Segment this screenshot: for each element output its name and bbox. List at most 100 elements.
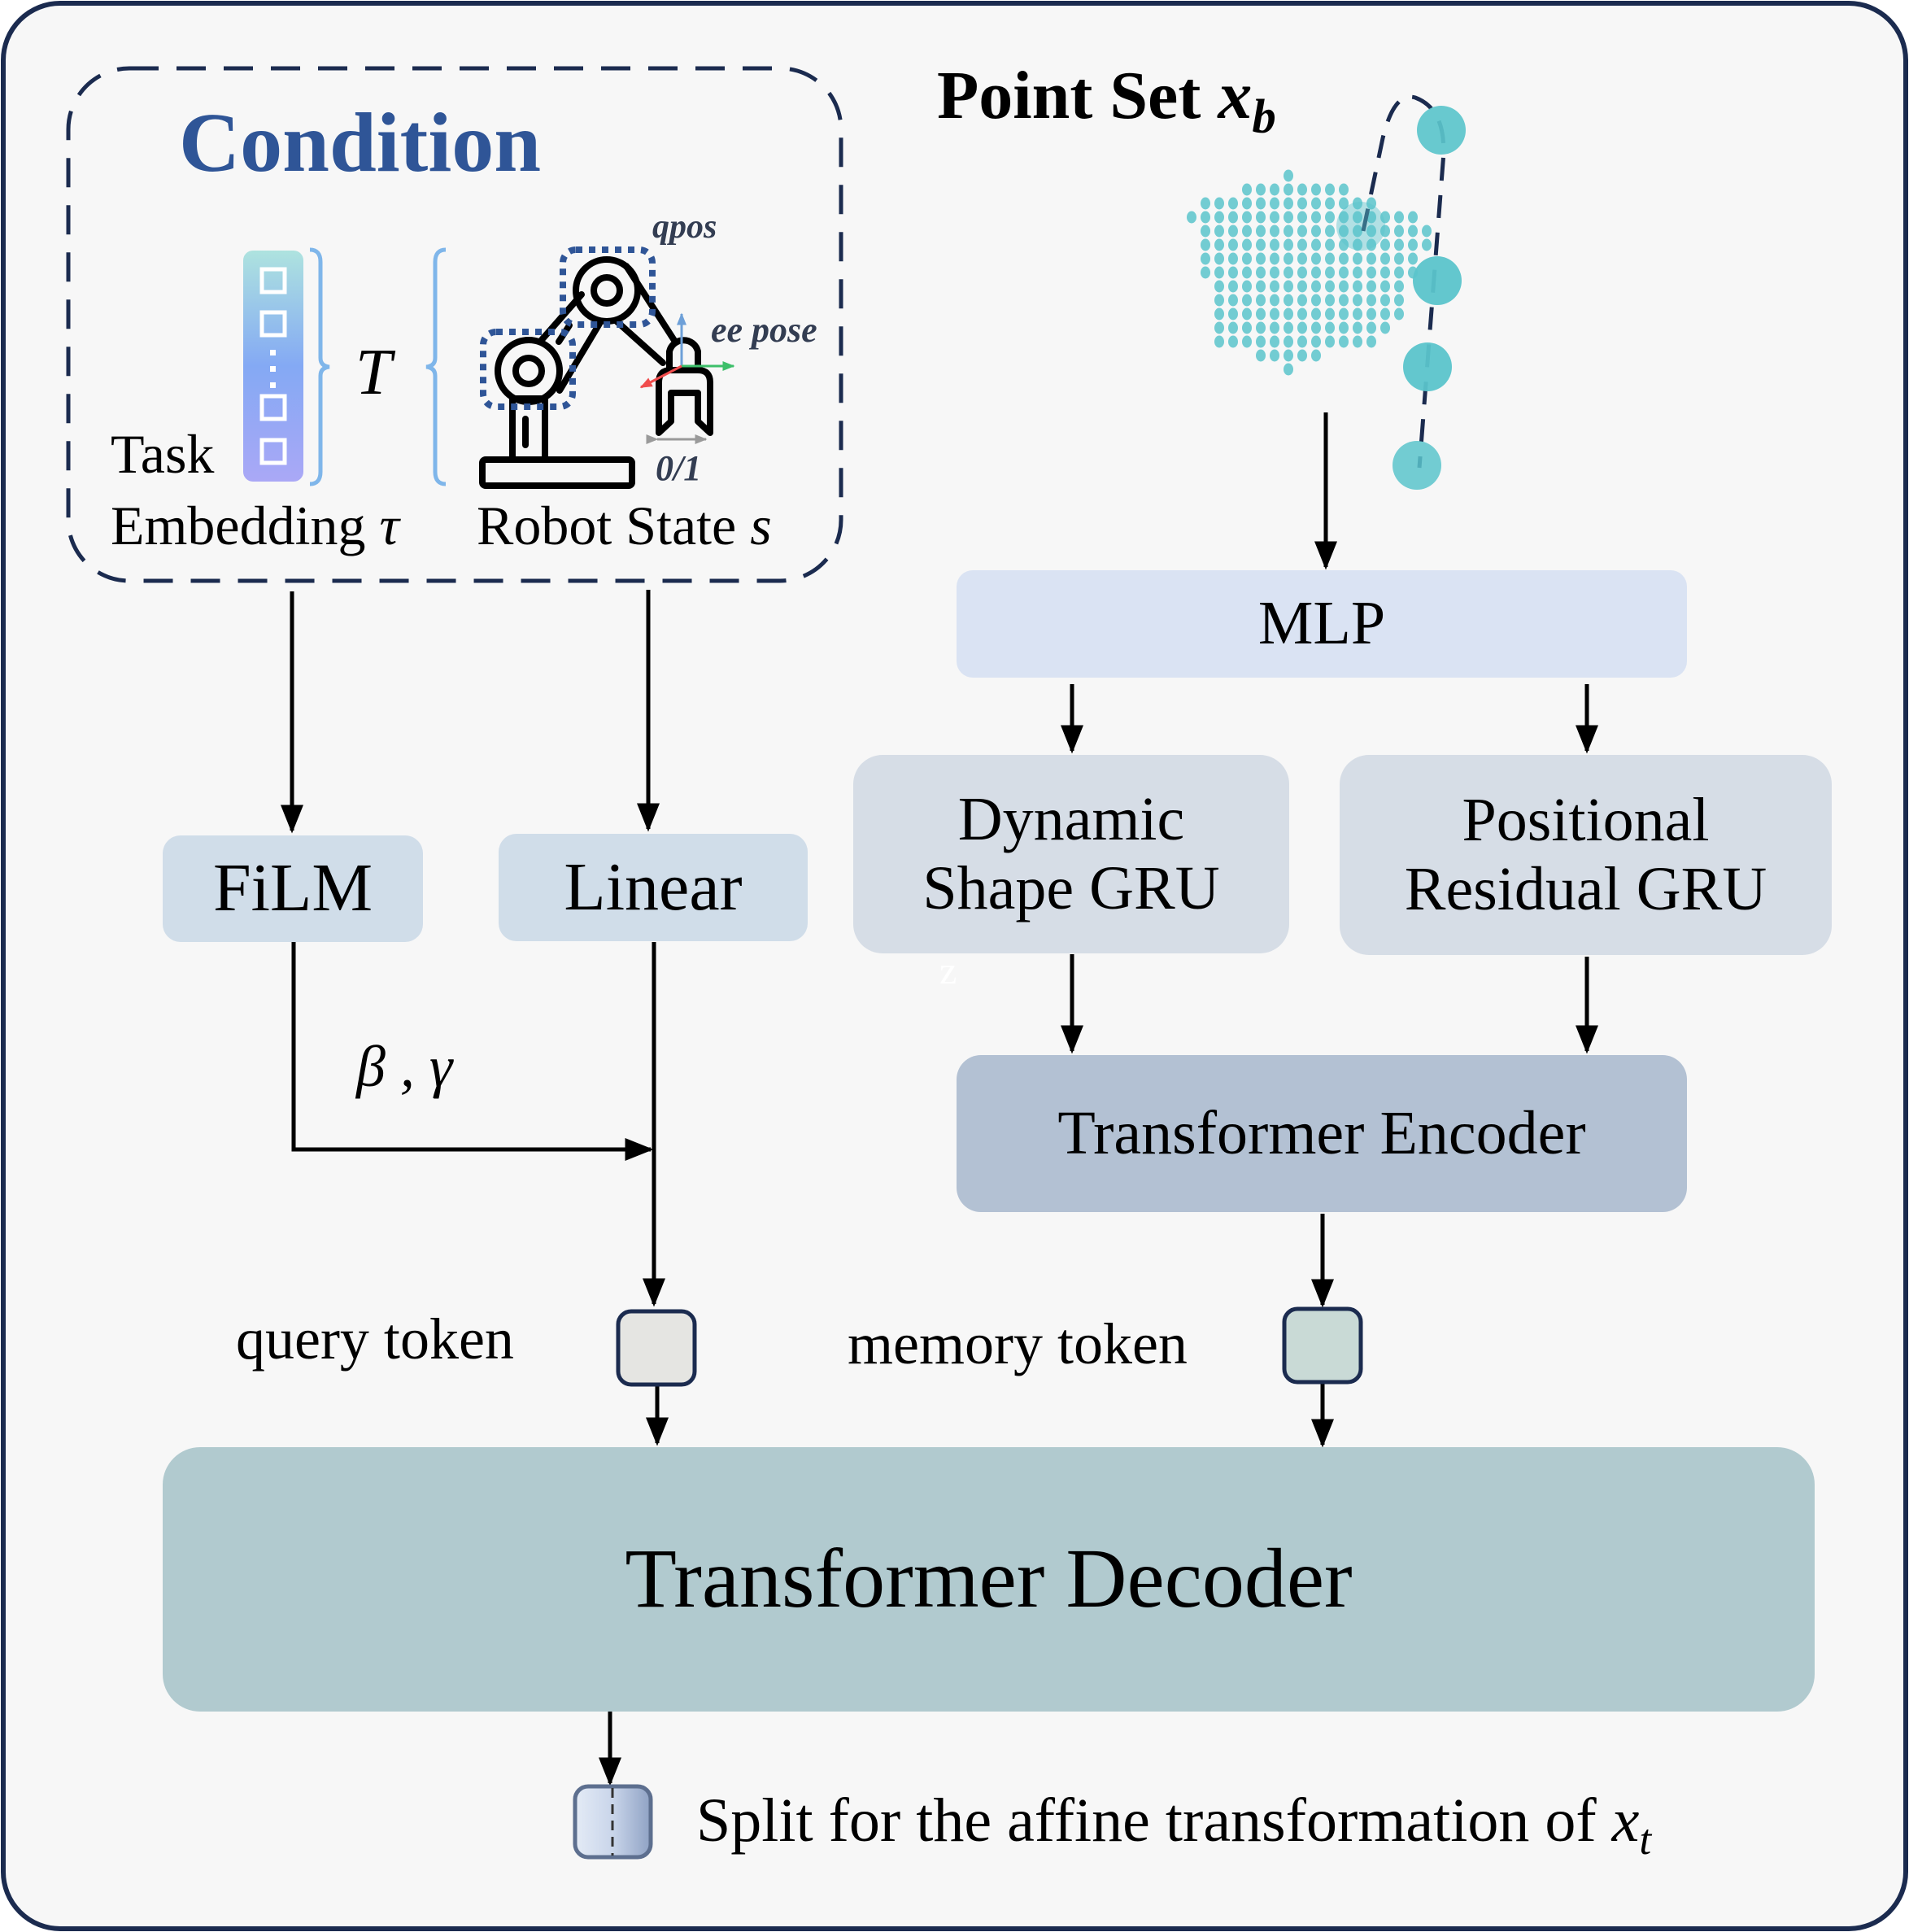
arrow-film-to-query [291,942,654,1161]
point-cloud-dot [1380,266,1390,279]
point-cloud-dot [1408,252,1418,265]
point-cloud-dot [1297,225,1307,238]
point-cloud-dot [1366,321,1376,334]
point-cloud-dot [1408,211,1418,224]
point-cloud-dot [1325,252,1335,265]
point-cloud-dot [1311,307,1321,321]
point-cloud-dot [1380,252,1390,265]
point-cloud-dot [1366,252,1376,265]
point-cloud-dot [1366,335,1376,348]
task-embedding-icon [243,251,303,482]
point-cloud-dot [1353,266,1362,279]
positional-gru-label-line1: Positional [1462,785,1710,854]
point-cloud-dot [1380,225,1390,238]
task-label: Task [111,423,215,485]
point-cloud-dot [1311,183,1321,196]
condition-title: Condition [179,96,542,190]
point-cloud-dot [1228,225,1238,238]
point-cloud-dot [1366,280,1376,293]
transformer-decoder-block: Transformer Decoder [163,1447,1815,1712]
point-cloud-dot [1228,294,1238,307]
embedding-label: Embedding τ [111,498,399,553]
point-cloud-dot [1284,225,1293,238]
trajectory-keypoint [1403,342,1452,391]
point-cloud-dot [1284,349,1293,362]
point-cloud-dot [1214,252,1224,265]
point-cloud-dot [1353,294,1362,307]
point-cloud-dot [1256,294,1266,307]
point-cloud-dot [1394,238,1404,251]
point-cloud-dot [1242,197,1252,210]
point-cloud-dot [1325,211,1335,224]
point-cloud-dot [1270,183,1279,196]
point-cloud-dot [1394,225,1404,238]
point-cloud-dot [1242,252,1252,265]
qpos-joint-highlight [560,246,656,328]
point-cloud-dot [1284,238,1293,251]
point-cloud-dot [1366,238,1376,251]
point-cloud-dot [1228,280,1238,293]
split-label: Split for the affine transformation of x… [696,1790,1651,1861]
right-brace-icon [309,247,330,486]
point-cloud-dot [1325,335,1335,348]
point-cloud-dot [1284,294,1293,307]
point-cloud-dot [1214,321,1224,334]
point-cloud-dot [1339,238,1349,251]
point-cloud-dot [1242,225,1252,238]
point-cloud-dot [1284,307,1293,321]
mlp-block: MLP [957,570,1687,678]
horizon-symbol: T [355,337,392,408]
point-cloud-dot [1242,211,1252,224]
point-cloud-dot [1325,266,1335,279]
point-cloud [1187,169,1432,376]
point-cloud-dot [1353,280,1362,293]
point-cloud-dot [1201,211,1210,224]
point-cloud-dot [1270,266,1279,279]
point-cloud-dot [1311,349,1321,362]
point-cloud-dot [1311,335,1321,348]
trajectory-keypoint [1393,441,1441,490]
point-cloud-dot [1353,225,1362,238]
point-cloud-dot [1394,211,1404,224]
memory-token [1282,1306,1363,1385]
point-set-title-text: Point Set [937,58,1201,133]
point-cloud-dot [1339,307,1349,321]
point-cloud-dot [1256,238,1266,251]
point-cloud-dot [1339,321,1349,334]
point-cloud-dot [1422,225,1432,238]
point-cloud-dot [1256,225,1266,238]
trajectory-keypoints [1336,106,1466,490]
point-cloud-dot [1214,225,1224,238]
point-cloud-dot [1339,183,1349,196]
point-cloud-dot [1242,335,1252,348]
point-cloud-dot [1256,266,1266,279]
point-cloud-dot [1214,197,1224,210]
point-cloud-dot [1201,225,1210,238]
point-cloud-dot [1339,335,1349,348]
point-cloud-dot [1297,307,1307,321]
point-cloud-dot [1311,211,1321,224]
point-cloud-dot [1297,294,1307,307]
point-cloud-dot [1214,211,1224,224]
point-cloud-dot [1270,238,1279,251]
point-cloud-dot [1256,197,1266,210]
trajectory-keypoint [1413,256,1462,305]
split-symbol: x [1611,1786,1640,1855]
qpos-label: qpos [652,208,717,246]
point-cloud-dot [1242,307,1252,321]
point-cloud-dot [1214,294,1224,307]
point-cloud-dot [1284,169,1293,182]
point-cloud-dot [1366,294,1376,307]
ee-pose-axes-icon [639,312,735,389]
point-cloud-dot [1242,280,1252,293]
point-cloud-dot [1339,197,1349,210]
point-cloud-dot [1339,225,1349,238]
robot-state-label-text: Robot State [477,495,737,556]
point-cloud-dot [1242,238,1252,251]
point-cloud-dot [1270,197,1279,210]
point-cloud-dot [1256,252,1266,265]
point-cloud-dot [1214,335,1224,348]
point-cloud-dot [1325,321,1335,334]
point-cloud-dot [1339,211,1349,224]
point-cloud-dot [1380,238,1390,251]
